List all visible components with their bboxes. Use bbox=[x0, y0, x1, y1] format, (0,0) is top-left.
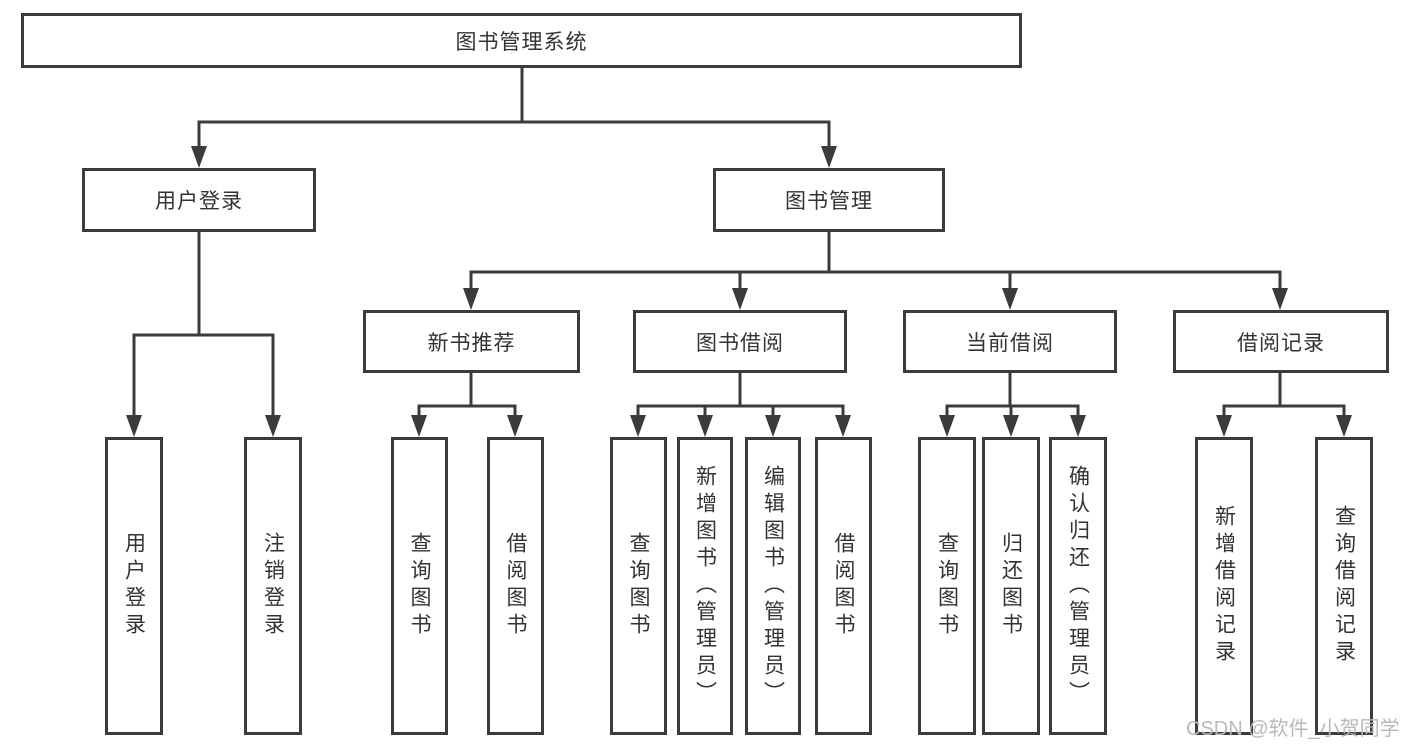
node-new-book-recommend-label: 新书推荐 bbox=[427, 331, 516, 355]
csdn-watermark: CSDN @软件_小贺同学 bbox=[1186, 718, 1400, 740]
node-book-borrow-label: 图书借阅 bbox=[696, 331, 784, 355]
node-user-login-label: 用户登录 bbox=[155, 190, 243, 213]
node-book-borrow: 图书借阅 bbox=[633, 310, 847, 373]
leaf-current-query-books-label: 查询图书 bbox=[935, 532, 959, 640]
node-new-book-recommend: 新书推荐 bbox=[363, 310, 580, 373]
node-borrow-records: 借阅记录 bbox=[1173, 310, 1389, 373]
leaf-user-login-label: 用户登录 bbox=[122, 532, 146, 640]
leaf-add-borrow-record-label: 新增借阅记录 bbox=[1212, 505, 1236, 667]
leaf-return-books: 归还图书 bbox=[982, 437, 1040, 735]
leaf-add-books-admin-label: 新增图书（管理员） bbox=[693, 464, 717, 708]
leaf-user-login: 用户登录 bbox=[105, 437, 163, 735]
node-current-borrow: 当前借阅 bbox=[903, 310, 1117, 373]
leaf-query-borrow-record-label: 查询借阅记录 bbox=[1332, 505, 1356, 667]
node-book-management-label: 图书管理 bbox=[785, 190, 873, 213]
leaf-recommend-borrow-books-label: 借阅图书 bbox=[504, 532, 527, 640]
leaf-recommend-borrow-books: 借阅图书 bbox=[487, 437, 544, 735]
leaf-edit-books-admin: 编辑图书（管理员） bbox=[745, 437, 801, 735]
node-borrow-records-label: 借阅记录 bbox=[1237, 331, 1325, 355]
node-root-library-system: 图书管理系统 bbox=[21, 13, 1022, 68]
leaf-borrow-query-books-label: 查询图书 bbox=[627, 532, 650, 640]
leaf-borrow-query-books: 查询图书 bbox=[610, 437, 667, 735]
node-current-borrow-label: 当前借阅 bbox=[966, 331, 1054, 355]
leaf-logout: 注销登录 bbox=[244, 437, 302, 735]
leaf-recommend-query-books: 查询图书 bbox=[391, 437, 448, 735]
leaf-add-borrow-record: 新增借阅记录 bbox=[1195, 437, 1253, 735]
leaf-current-query-books: 查询图书 bbox=[918, 437, 976, 735]
leaf-edit-books-admin-label: 编辑图书（管理员） bbox=[761, 464, 785, 708]
node-user-login: 用户登录 bbox=[82, 168, 316, 232]
leaf-confirm-return-admin: 确认归还（管理员） bbox=[1049, 437, 1107, 735]
leaf-confirm-return-admin-label: 确认归还（管理员） bbox=[1066, 464, 1090, 708]
leaf-return-books-label: 归还图书 bbox=[999, 532, 1023, 640]
leaf-logout-label: 注销登录 bbox=[261, 532, 285, 640]
leaf-query-borrow-record: 查询借阅记录 bbox=[1315, 437, 1373, 735]
leaf-borrow-books: 借阅图书 bbox=[815, 437, 872, 735]
leaf-add-books-admin: 新增图书（管理员） bbox=[677, 437, 733, 735]
leaf-borrow-books-label: 借阅图书 bbox=[832, 532, 855, 640]
node-book-management: 图书管理 bbox=[713, 168, 945, 232]
node-root-label: 图书管理系统 bbox=[455, 30, 588, 54]
leaf-recommend-query-books-label: 查询图书 bbox=[408, 532, 431, 640]
